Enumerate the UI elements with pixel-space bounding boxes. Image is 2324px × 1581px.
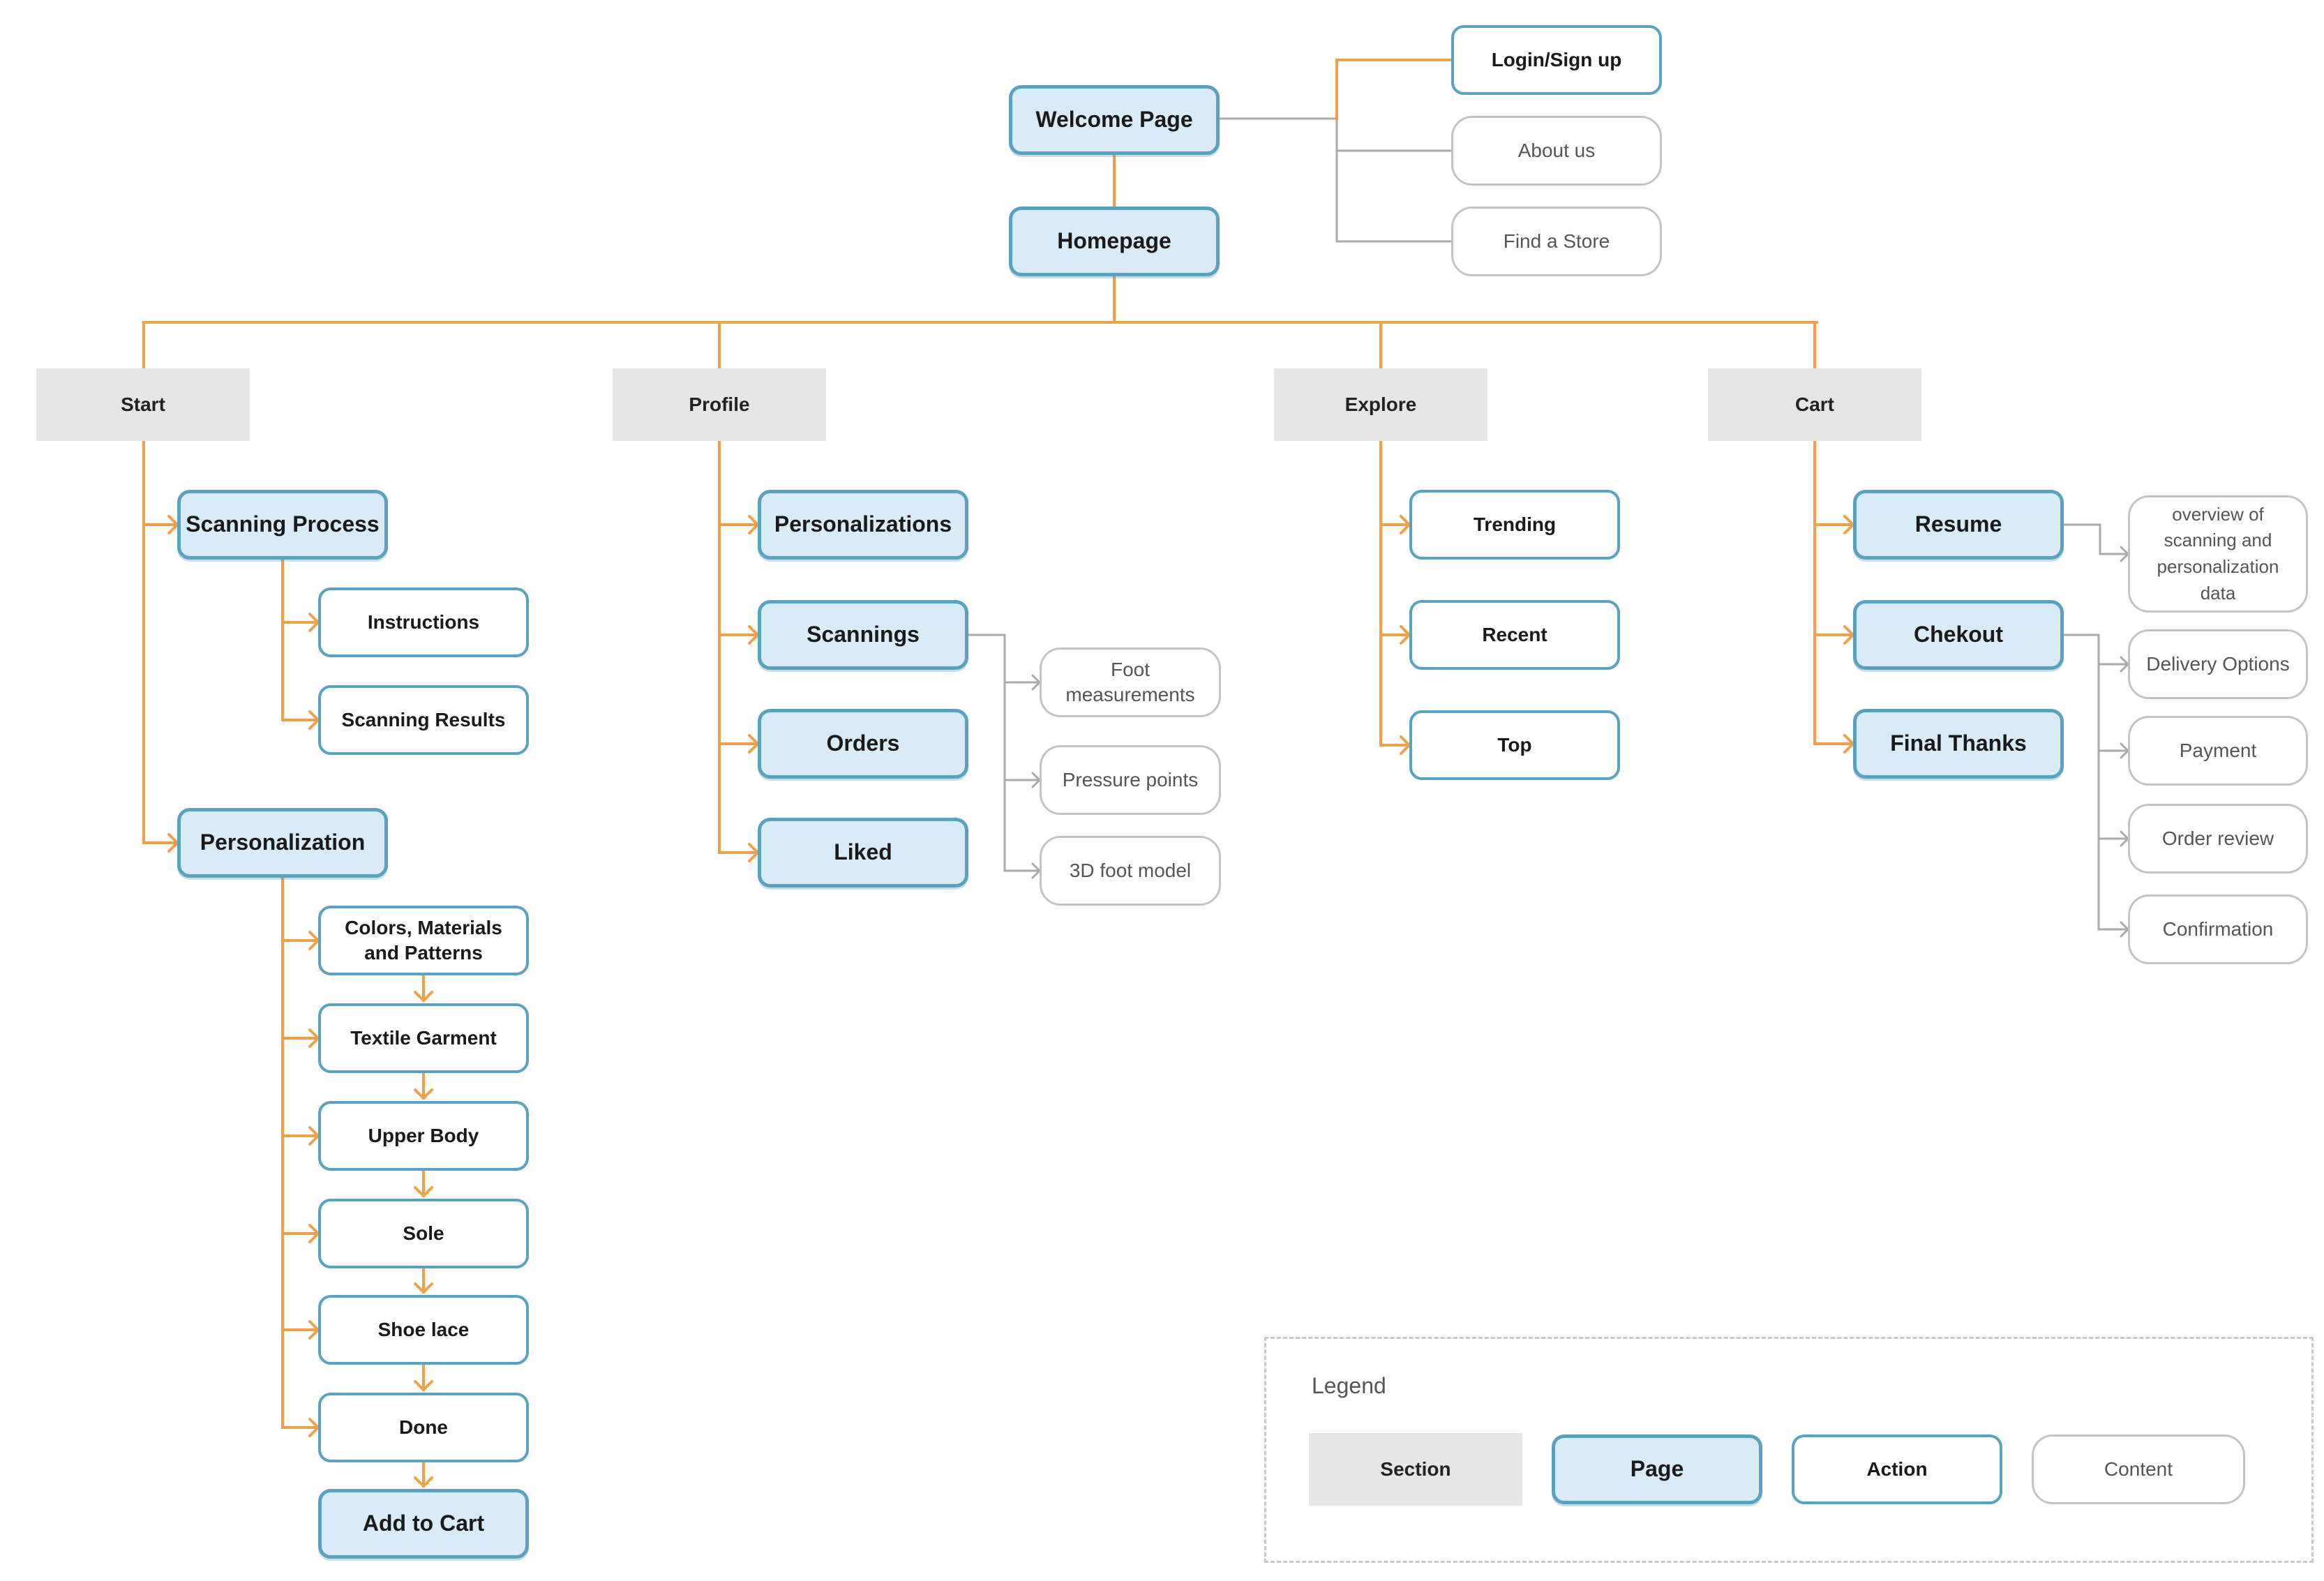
foot-measurements-label-line-1: Foot bbox=[1110, 658, 1150, 680]
delivery-options-node[interactable]: Delivery Options bbox=[2128, 629, 2308, 699]
arrowhead bbox=[414, 1088, 433, 1100]
instructions-label: Instructions bbox=[367, 610, 480, 633]
scanning-process-node[interactable]: Scanning Process bbox=[177, 490, 388, 560]
personalization-node[interactable]: Personalization bbox=[177, 808, 388, 878]
done-label: Done bbox=[399, 1416, 448, 1438]
personalizations-node[interactable]: Personalizations bbox=[758, 490, 968, 560]
liked-label: Liked bbox=[834, 839, 892, 865]
textile-garment-node[interactable]: Textile Garment bbox=[318, 1003, 529, 1073]
pressure-points-node[interactable]: Pressure points bbox=[1040, 745, 1221, 815]
colors-materials-label-line-2: and Patterns bbox=[364, 942, 483, 964]
arrowhead bbox=[414, 1186, 433, 1197]
order-review-node[interactable]: Order review bbox=[2128, 804, 2308, 874]
checkout-node[interactable]: Chekout bbox=[1853, 600, 2064, 670]
section-start-label: Start bbox=[121, 393, 165, 415]
3d-foot-model-node[interactable]: 3D foot model bbox=[1040, 836, 1221, 906]
arrowhead bbox=[414, 991, 433, 1002]
scanning-results-label: Scanning Results bbox=[341, 708, 506, 730]
legend-page-label: Page bbox=[1630, 1456, 1684, 1482]
legend-content-label: Content bbox=[2104, 1458, 2173, 1480]
recent-label: Recent bbox=[1482, 623, 1547, 645]
welcome-page-label: Welcome Page bbox=[1035, 107, 1193, 133]
section-explore[interactable]: Explore bbox=[1274, 368, 1487, 441]
arrowhead bbox=[414, 1282, 433, 1294]
scanning-results-node[interactable]: Scanning Results bbox=[318, 685, 529, 755]
legend-action-label: Action bbox=[1866, 1458, 1928, 1480]
section-profile-label: Profile bbox=[689, 393, 750, 415]
foot-measurements-node[interactable]: Foot measurements bbox=[1040, 647, 1221, 717]
about-us-label: About us bbox=[1517, 139, 1596, 161]
3d-foot-model-label: 3D foot model bbox=[1069, 859, 1192, 881]
final-thanks-label: Final Thanks bbox=[1890, 730, 2027, 756]
delivery-options-label: Delivery Options bbox=[2146, 652, 2290, 675]
textile-garment-label: Textile Garment bbox=[350, 1026, 497, 1049]
login-signup-label: Login/Sign up bbox=[1491, 48, 1622, 70]
confirmation-node[interactable]: Confirmation bbox=[2128, 894, 2308, 964]
confirmation-label: Confirmation bbox=[2162, 917, 2274, 940]
legend-action-sample: Action bbox=[1792, 1434, 2002, 1504]
colors-materials-patterns-node[interactable]: Colors, Materials and Patterns bbox=[318, 906, 529, 975]
section-profile[interactable]: Profile bbox=[613, 368, 826, 441]
scannings-node[interactable]: Scannings bbox=[758, 600, 968, 670]
overview-label-line-4: data bbox=[2200, 582, 2236, 604]
payment-label: Payment bbox=[2179, 739, 2257, 761]
final-thanks-node[interactable]: Final Thanks bbox=[1853, 709, 2064, 779]
upper-body-label: Upper Body bbox=[368, 1124, 479, 1146]
top-node[interactable]: Top bbox=[1409, 710, 1620, 780]
personalizations-label: Personalizations bbox=[774, 511, 952, 537]
overview-label-line-2: scanning and bbox=[2164, 530, 2272, 551]
arrowhead bbox=[414, 1380, 433, 1391]
top-label: Top bbox=[1497, 733, 1532, 756]
legend-panel bbox=[1264, 1337, 2314, 1563]
orders-label: Orders bbox=[826, 730, 900, 756]
scanning-process-label: Scanning Process bbox=[186, 511, 380, 537]
section-explore-label: Explore bbox=[1344, 393, 1417, 415]
resume-label: Resume bbox=[1914, 511, 2002, 537]
section-cart-label: Cart bbox=[1794, 393, 1834, 415]
orders-node[interactable]: Orders bbox=[758, 709, 968, 779]
foot-measurements-label-line-2: measurements bbox=[1065, 684, 1195, 705]
arrowhead bbox=[414, 1476, 433, 1488]
legend-section-sample: Section bbox=[1309, 1433, 1522, 1506]
order-review-label: Order review bbox=[2161, 827, 2274, 849]
shoe-lace-label: Shoe lace bbox=[377, 1318, 470, 1340]
instructions-node[interactable]: Instructions bbox=[318, 587, 529, 657]
pressure-points-label: Pressure points bbox=[1062, 768, 1199, 790]
personalization-label: Personalization bbox=[200, 830, 366, 855]
resume-node[interactable]: Resume bbox=[1853, 490, 2064, 560]
find-a-store-node[interactable]: Find a Store bbox=[1451, 207, 1662, 276]
legend-title: Legend bbox=[1312, 1373, 1386, 1398]
sole-node[interactable]: Sole bbox=[318, 1199, 529, 1268]
trending-node[interactable]: Trending bbox=[1409, 490, 1620, 560]
payment-node[interactable]: Payment bbox=[2128, 716, 2308, 786]
find-a-store-label: Find a Store bbox=[1503, 230, 1610, 252]
shoe-lace-node[interactable]: Shoe lace bbox=[318, 1295, 529, 1365]
add-to-cart-node[interactable]: Add to Cart bbox=[318, 1489, 529, 1559]
scannings-label: Scannings bbox=[807, 622, 920, 647]
section-cart[interactable]: Cart bbox=[1708, 368, 1921, 441]
done-node[interactable]: Done bbox=[318, 1393, 529, 1462]
overview-label-line-3: personalization bbox=[2157, 556, 2279, 577]
sole-label: Sole bbox=[403, 1222, 444, 1244]
checkout-label: Chekout bbox=[1914, 622, 2003, 647]
upper-body-node[interactable]: Upper Body bbox=[318, 1101, 529, 1171]
trending-label: Trending bbox=[1473, 513, 1557, 535]
legend-content-sample: Content bbox=[2032, 1434, 2245, 1504]
section-start[interactable]: Start bbox=[36, 368, 250, 441]
homepage-node[interactable]: Homepage bbox=[1009, 207, 1220, 276]
legend-page-sample: Page bbox=[1552, 1434, 1762, 1504]
login-signup-node[interactable]: Login/Sign up bbox=[1451, 25, 1662, 95]
colors-materials-label-line-1: Colors, Materials bbox=[345, 916, 502, 938]
add-to-cart-label: Add to Cart bbox=[362, 1511, 485, 1536]
about-us-node[interactable]: About us bbox=[1451, 116, 1662, 186]
welcome-page-node[interactable]: Welcome Page bbox=[1009, 85, 1220, 155]
liked-node[interactable]: Liked bbox=[758, 818, 968, 887]
overview-label-line-1: overview of bbox=[2172, 503, 2264, 525]
recent-node[interactable]: Recent bbox=[1409, 600, 1620, 670]
homepage-label: Homepage bbox=[1057, 228, 1171, 254]
legend-section-label: Section bbox=[1380, 1458, 1451, 1480]
overview-data-node[interactable]: overview of scanning and personalization da… bbox=[2128, 495, 2308, 613]
